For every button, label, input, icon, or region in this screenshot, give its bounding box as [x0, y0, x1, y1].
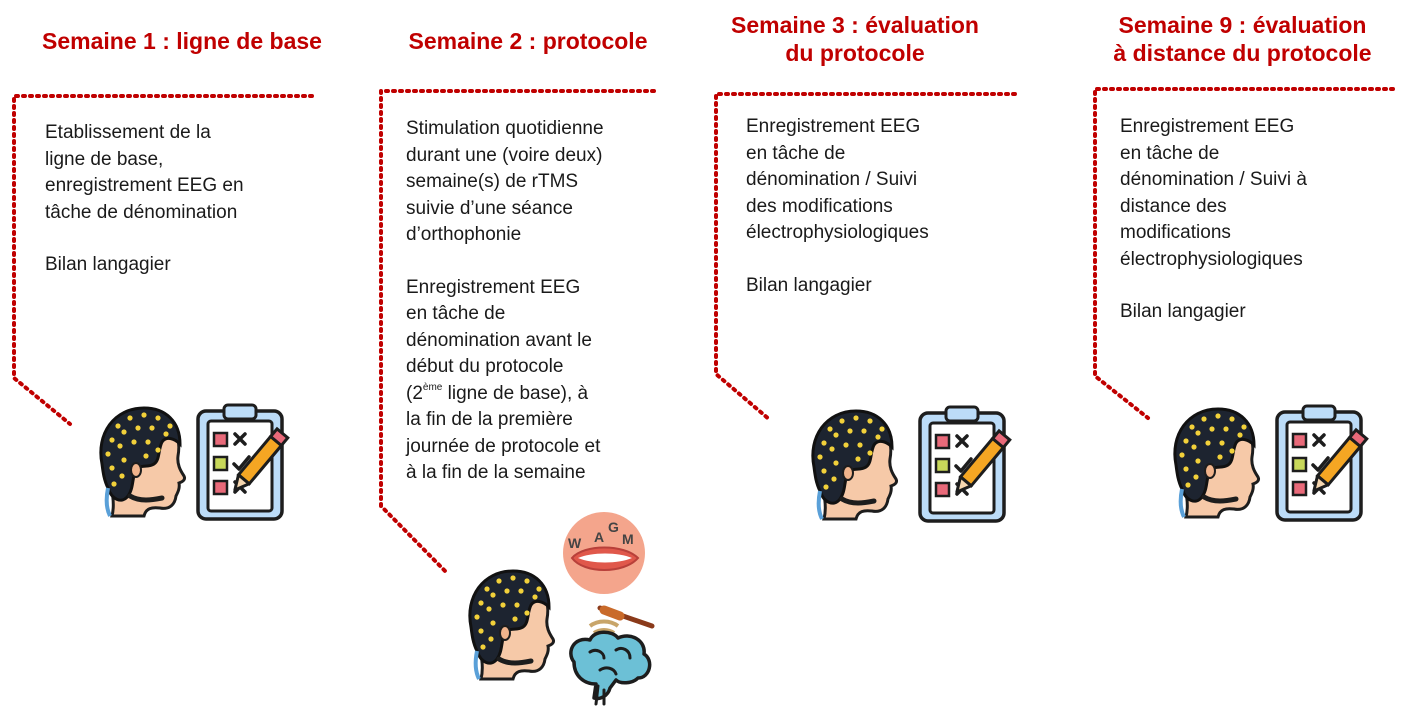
title-week-2: Semaine 2 : protocole [408, 28, 648, 54]
dotted-line-col2 [379, 89, 656, 575]
eeg-cap-head-icon [1158, 405, 1263, 521]
checklist-clipboard-icon [1275, 404, 1369, 522]
checklist-clipboard-icon [196, 403, 290, 521]
dotted-line-col3 [714, 92, 1017, 422]
dotted-line-col1 [12, 94, 314, 426]
dotted-line-col4 [1093, 87, 1395, 420]
speech-letter-w: W [568, 535, 582, 551]
description-week-9: Enregistrement EEG en tâche de dénominat… [1120, 116, 1307, 322]
title-week-3: Semaine 3 : évaluation du protocole [731, 12, 979, 66]
brain-tms-coil-icon [569, 605, 655, 706]
eeg-cap-head-icon [796, 407, 901, 523]
description-week-1: Etablissement de la ligne de base, enreg… [45, 122, 244, 275]
title-week-1: Semaine 1 : ligne de base [42, 28, 322, 54]
eeg-cap-head-icon [453, 567, 558, 683]
title-week-9: Semaine 9 : évaluation à distance du pro… [1113, 12, 1372, 66]
description-week-3: Enregistrement EEG en tâche de dénominat… [746, 116, 929, 296]
speech-letter-g: G [608, 519, 619, 535]
description-week-2: Stimulation quotidienne durant une (voir… [406, 118, 604, 483]
speech-letter-m: M [622, 531, 634, 547]
eeg-cap-head-icon [84, 404, 189, 520]
checklist-clipboard-icon [918, 405, 1012, 523]
speech-mouth-icon: A G W M [563, 512, 645, 594]
speech-letter-a: A [594, 529, 604, 545]
